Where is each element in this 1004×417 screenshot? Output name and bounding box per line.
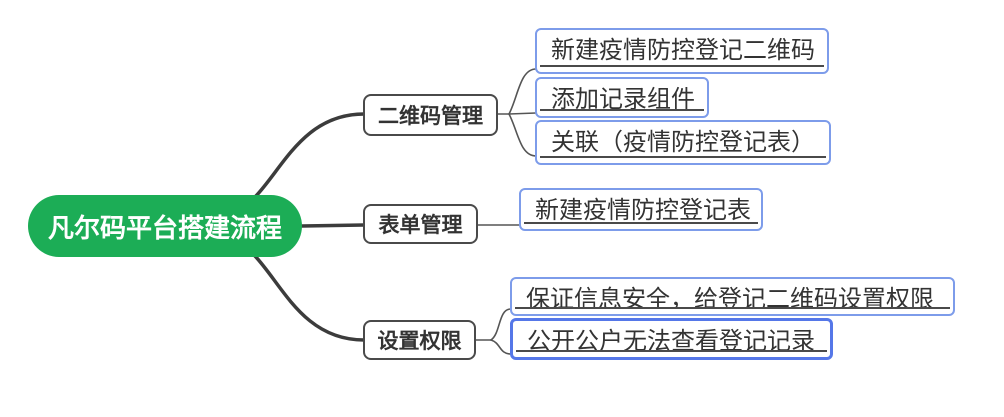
leaf-topic-label: 关联（疫情防控登记表） bbox=[540, 122, 826, 158]
leaf-topic-link-form[interactable]: 关联（疫情防控登记表） bbox=[535, 120, 831, 165]
leaf-topic-label: 新建疫情防控登记二维码 bbox=[540, 30, 824, 67]
connector-branch1-leaf3 bbox=[508, 113, 537, 157]
leaf-topic-label: 新建疫情防控登记表 bbox=[524, 190, 758, 224]
branch-topic-permission-settings[interactable]: 设置权限 bbox=[363, 320, 476, 360]
leaf-topic-create-qrcode[interactable]: 新建疫情防控登记二维码 bbox=[535, 28, 829, 74]
connector-branch3-leaf2 bbox=[490, 339, 512, 355]
connector-branch1-leaf2 bbox=[508, 112, 537, 115]
root-topic[interactable]: 凡尔码平台搭建流程 bbox=[28, 195, 302, 257]
branch-topic-form-management[interactable]: 表单管理 bbox=[363, 204, 478, 244]
connector-root-branch2 bbox=[300, 223, 366, 228]
connector-root-branch1 bbox=[253, 112, 366, 199]
connector-branch1-leaf1 bbox=[508, 68, 537, 115]
leaf-topic-secure-info-set-permission[interactable]: 保证信息安全，给登记二维码设置权限 bbox=[510, 277, 955, 316]
leaf-topic-label: 公开公户无法查看登记记录 bbox=[516, 321, 827, 352]
leaf-topic-add-record-component[interactable]: 添加记录组件 bbox=[535, 77, 709, 118]
connector-root-branch3 bbox=[253, 254, 366, 342]
leaf-topic-public-cannot-view-records[interactable]: 公开公户无法查看登记记录 bbox=[510, 318, 833, 360]
branch-topic-qrcode-management[interactable]: 二维码管理 bbox=[363, 94, 498, 136]
leaf-topic-label: 添加记录组件 bbox=[540, 79, 704, 111]
connector-branch3-leaf1 bbox=[490, 308, 512, 341]
leaf-topic-create-form[interactable]: 新建疫情防控登记表 bbox=[519, 188, 763, 231]
leaf-topic-label: 保证信息安全，给登记二维码设置权限 bbox=[515, 279, 950, 309]
